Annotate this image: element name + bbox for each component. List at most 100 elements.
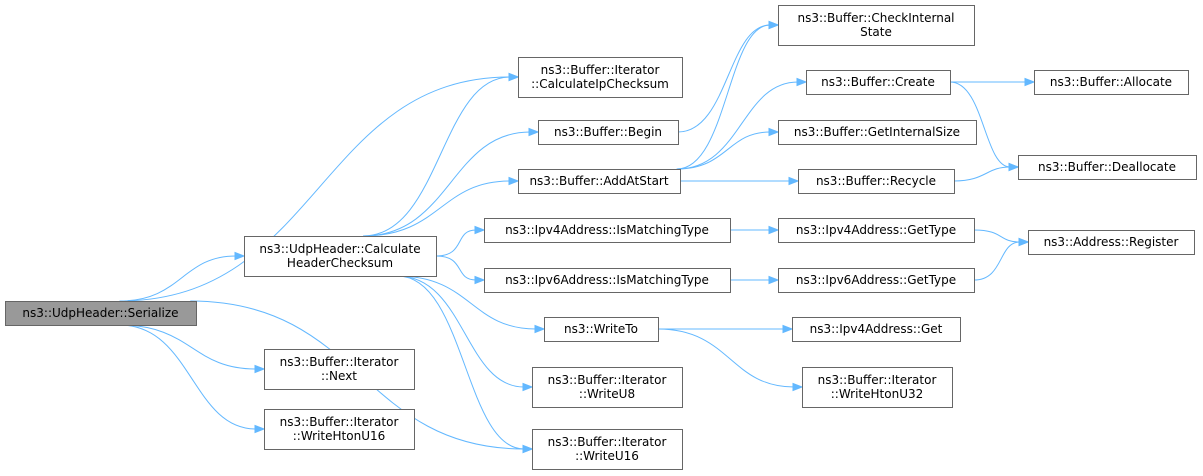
node-iter-write-u8[interactable]: ns3::Buffer::Iterator::WriteU8 xyxy=(532,367,683,408)
node-label: ns3::Buffer::Iterator xyxy=(541,63,660,77)
node-address-register[interactable]: ns3::Address::Register xyxy=(1028,230,1195,255)
arrowhead xyxy=(474,225,486,235)
edge-line xyxy=(676,131,771,170)
node-iter-next[interactable]: ns3::Buffer::Iterator::Next xyxy=(264,349,415,390)
arrowhead xyxy=(254,364,266,374)
edge-buffer-create-to-buffer-allocate xyxy=(950,77,1036,87)
edge-calc-header-checksum-to-iter-write-u16 xyxy=(397,275,534,454)
edge-line xyxy=(397,275,525,450)
edge-buffer-add-at-start-to-buffer-create xyxy=(676,77,808,170)
edge-line xyxy=(949,81,1011,168)
edge-line xyxy=(953,166,1011,182)
edge-buffer-add-at-start-to-buffer-recycle xyxy=(679,176,800,186)
node-label: ::WriteU16 xyxy=(575,449,639,463)
node-box xyxy=(544,317,659,342)
node-get-internal-size[interactable]: ns3::Buffer::GetInternalSize xyxy=(778,120,977,145)
arrowhead xyxy=(534,324,546,334)
node-box xyxy=(264,349,415,390)
node-iter-write-hton-u32[interactable]: ns3::Buffer::Iterator::WriteHtonU32 xyxy=(802,367,953,408)
nodes-layer: ns3::UdpHeader::Serialize ns3::UdpHeader:… xyxy=(5,5,1197,470)
edge-line xyxy=(435,255,477,281)
edge-calc-header-checksum-to-ipv4-is-matching-type xyxy=(435,225,486,257)
node-box xyxy=(532,367,683,408)
node-buffer-allocate[interactable]: ns3::Buffer::Allocate xyxy=(1034,70,1189,95)
node-buffer-begin[interactable]: ns3::Buffer::Begin xyxy=(538,120,679,145)
edge-line xyxy=(363,76,511,237)
node-label: ::Next xyxy=(321,369,357,383)
arrowhead xyxy=(254,424,266,434)
node-label: ::WriteHtonU16 xyxy=(293,429,386,443)
node-label: ns3::Ipv6Address::GetType xyxy=(796,273,956,287)
edge-line xyxy=(119,255,237,302)
edge-calc-header-checksum-to-iter-calc-ip-checksum xyxy=(363,72,520,237)
node-box xyxy=(778,120,977,145)
node-box xyxy=(778,218,975,243)
arrowhead xyxy=(522,444,534,454)
node-ipv6-is-matching-type[interactable]: ns3::Ipv6Address::IsMatchingType xyxy=(484,268,731,293)
node-label: ns3::Buffer::Iterator xyxy=(280,355,399,369)
edge-line xyxy=(119,324,257,370)
arrowhead xyxy=(768,20,780,30)
node-label: ns3::Ipv6Address::IsMatchingType xyxy=(505,273,709,287)
node-ipv4-get-type[interactable]: ns3::Ipv4Address::GetType xyxy=(778,218,975,243)
node-box xyxy=(792,317,961,342)
node-box xyxy=(1028,230,1195,255)
edge-line xyxy=(676,24,771,170)
node-box xyxy=(484,218,731,243)
edge-calc-header-checksum-to-buffer-begin xyxy=(363,127,540,237)
node-box xyxy=(1018,155,1197,180)
node-buffer-add-at-start[interactable]: ns3::Buffer::AddAtStart xyxy=(518,169,681,194)
node-iter-write-hton-u16[interactable]: ns3::Buffer::Iterator::WriteHtonU16 xyxy=(264,409,415,450)
arrowhead xyxy=(1008,162,1020,172)
edge-line xyxy=(973,229,1021,243)
node-label: ns3::Buffer::Iterator xyxy=(548,373,667,387)
edge-buffer-add-at-start-to-check-internal-state xyxy=(676,20,780,170)
node-box xyxy=(802,367,953,408)
node-buffer-create[interactable]: ns3::Buffer::Create xyxy=(806,70,951,95)
node-box xyxy=(1034,70,1189,95)
edge-write-to-to-ipv4-get xyxy=(658,324,794,334)
node-label: ::WriteHtonU32 xyxy=(831,387,924,401)
node-label: ns3::Ipv4Address::Get xyxy=(810,322,943,336)
node-write-to[interactable]: ns3::WriteTo xyxy=(544,317,659,342)
node-serialize[interactable]: ns3::UdpHeader::Serialize xyxy=(5,301,197,326)
node-label: ns3::Buffer::AddAtStart xyxy=(529,174,668,188)
edge-line xyxy=(397,275,525,388)
node-label: ns3::Buffer::Create xyxy=(821,75,935,89)
node-ipv4-is-matching-type[interactable]: ns3::Ipv4Address::IsMatchingType xyxy=(484,218,731,243)
node-label: ns3::Buffer::Begin xyxy=(554,125,662,139)
node-label: ns3::UdpHeader::Serialize xyxy=(22,306,178,320)
edge-calc-header-checksum-to-buffer-add-at-start xyxy=(363,176,520,237)
node-box xyxy=(5,301,197,326)
node-box xyxy=(532,429,683,470)
edge-line xyxy=(397,275,537,330)
node-label: ns3::Buffer::Deallocate xyxy=(1038,160,1176,174)
node-box xyxy=(798,169,955,194)
arrowhead xyxy=(1018,237,1030,247)
arrowhead xyxy=(768,127,780,137)
node-iter-write-u16[interactable]: ns3::Buffer::Iterator::WriteU16 xyxy=(532,429,683,470)
edge-line xyxy=(363,131,531,237)
node-label: ::WriteU8 xyxy=(579,387,635,401)
node-buffer-recycle[interactable]: ns3::Buffer::Recycle xyxy=(798,169,955,194)
node-label: ns3::Buffer::Iterator xyxy=(818,373,937,387)
node-label: ns3::UdpHeader::Calculate xyxy=(259,242,420,256)
node-label: ns3::Buffer::Allocate xyxy=(1050,75,1172,89)
edge-ipv6-is-matching-type-to-ipv6-get-type xyxy=(730,275,780,285)
node-ipv4-get[interactable]: ns3::Ipv4Address::Get xyxy=(792,317,961,342)
arrowhead xyxy=(796,77,808,87)
node-box xyxy=(538,120,679,145)
node-label: State xyxy=(860,25,892,39)
edge-serialize-to-iter-write-hton-u16 xyxy=(119,324,266,434)
node-box xyxy=(518,57,683,98)
edge-calc-header-checksum-to-ipv6-is-matching-type xyxy=(435,255,486,285)
node-label: HeaderChecksum xyxy=(287,256,393,270)
node-iter-calc-ip-checksum[interactable]: ns3::Buffer::Iterator::CalculateIpChecks… xyxy=(518,57,683,98)
node-ipv6-get-type[interactable]: ns3::Ipv6Address::GetType xyxy=(778,268,975,293)
edge-buffer-add-at-start-to-get-internal-size xyxy=(676,127,780,170)
node-label: ns3::Ipv4Address::IsMatchingType xyxy=(505,223,709,237)
node-buffer-deallocate[interactable]: ns3::Buffer::Deallocate xyxy=(1018,155,1197,180)
